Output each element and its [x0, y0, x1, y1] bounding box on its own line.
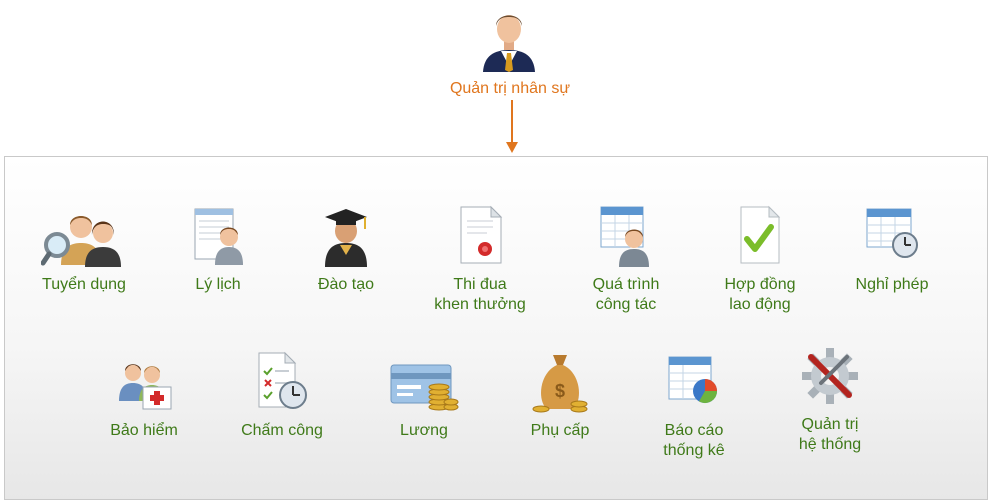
system-settings-gear-icon [802, 348, 858, 404]
resume-person-icon [194, 208, 243, 265]
businessman-avatar-icon[interactable] [480, 6, 538, 72]
module-label: Quản trị hệ thống [798, 416, 862, 453]
recruitment-search-people-icon [41, 216, 121, 267]
modules-panel: Tuyển dụng Lý lịch Đào tạo [4, 156, 988, 500]
graduate-icon [325, 209, 367, 267]
module-bao-hiem[interactable]: Bảo hiểm [79, 349, 209, 441]
module-dao-tao[interactable]: Đào tạo [281, 203, 411, 295]
module-thi-dua-khen-thuong[interactable]: Thi đua khen thưởng [415, 203, 545, 315]
module-label: Hợp đồng lao động [724, 276, 796, 313]
module-label: Thi đua khen thưởng [434, 276, 526, 313]
module-phu-cap[interactable]: $ Phụ cấp [495, 349, 625, 441]
module-label: Lương [400, 422, 448, 439]
module-ly-lich[interactable]: Lý lịch [153, 203, 283, 295]
module-label: Tuyển dụng [42, 276, 126, 293]
svg-text:$: $ [555, 381, 565, 401]
module-quan-tri-he-thong[interactable]: Quản trị hệ thống [765, 343, 895, 455]
module-luong[interactable]: Lương [359, 349, 489, 441]
down-arrow-icon [506, 100, 518, 153]
module-bao-cao-thong-ke[interactable]: Báo cáo thống kê [629, 349, 759, 461]
module-label: Bảo hiểm [110, 422, 178, 439]
module-label: Lý lịch [195, 276, 241, 293]
module-qua-trinh-cong-tac[interactable]: Quá trình công tác [561, 203, 691, 315]
module-nghi-phep[interactable]: Nghỉ phép [827, 203, 957, 295]
report-pie-chart-icon [668, 356, 717, 404]
module-label: Quá trình công tác [592, 276, 660, 313]
module-hop-dong-lao-dong[interactable]: Hợp đồng lao động [695, 203, 825, 315]
module-label: Chấm công [241, 422, 323, 439]
module-label: Báo cáo thống kê [663, 422, 725, 459]
salary-card-coins-icon [390, 364, 459, 411]
module-cham-cong[interactable]: Chấm công [217, 349, 347, 441]
work-history-person-icon [600, 206, 649, 267]
module-label: Đào tạo [317, 276, 375, 293]
module-label: Phụ cấp [530, 422, 590, 439]
root-label[interactable]: Quản trị nhân sự [449, 80, 571, 97]
money-bag-icon: $ [532, 355, 588, 413]
contract-check-icon [740, 205, 781, 264]
insurance-people-icon [119, 364, 172, 410]
module-label: Nghỉ phép [855, 276, 929, 293]
calendar-clock-icon [866, 208, 918, 258]
org-root: Quản trị nhân sự [0, 0, 994, 160]
module-tuyen-dung[interactable]: Tuyển dụng [19, 203, 149, 295]
timesheet-clock-icon [258, 351, 307, 409]
certificate-seal-icon [460, 205, 503, 264]
